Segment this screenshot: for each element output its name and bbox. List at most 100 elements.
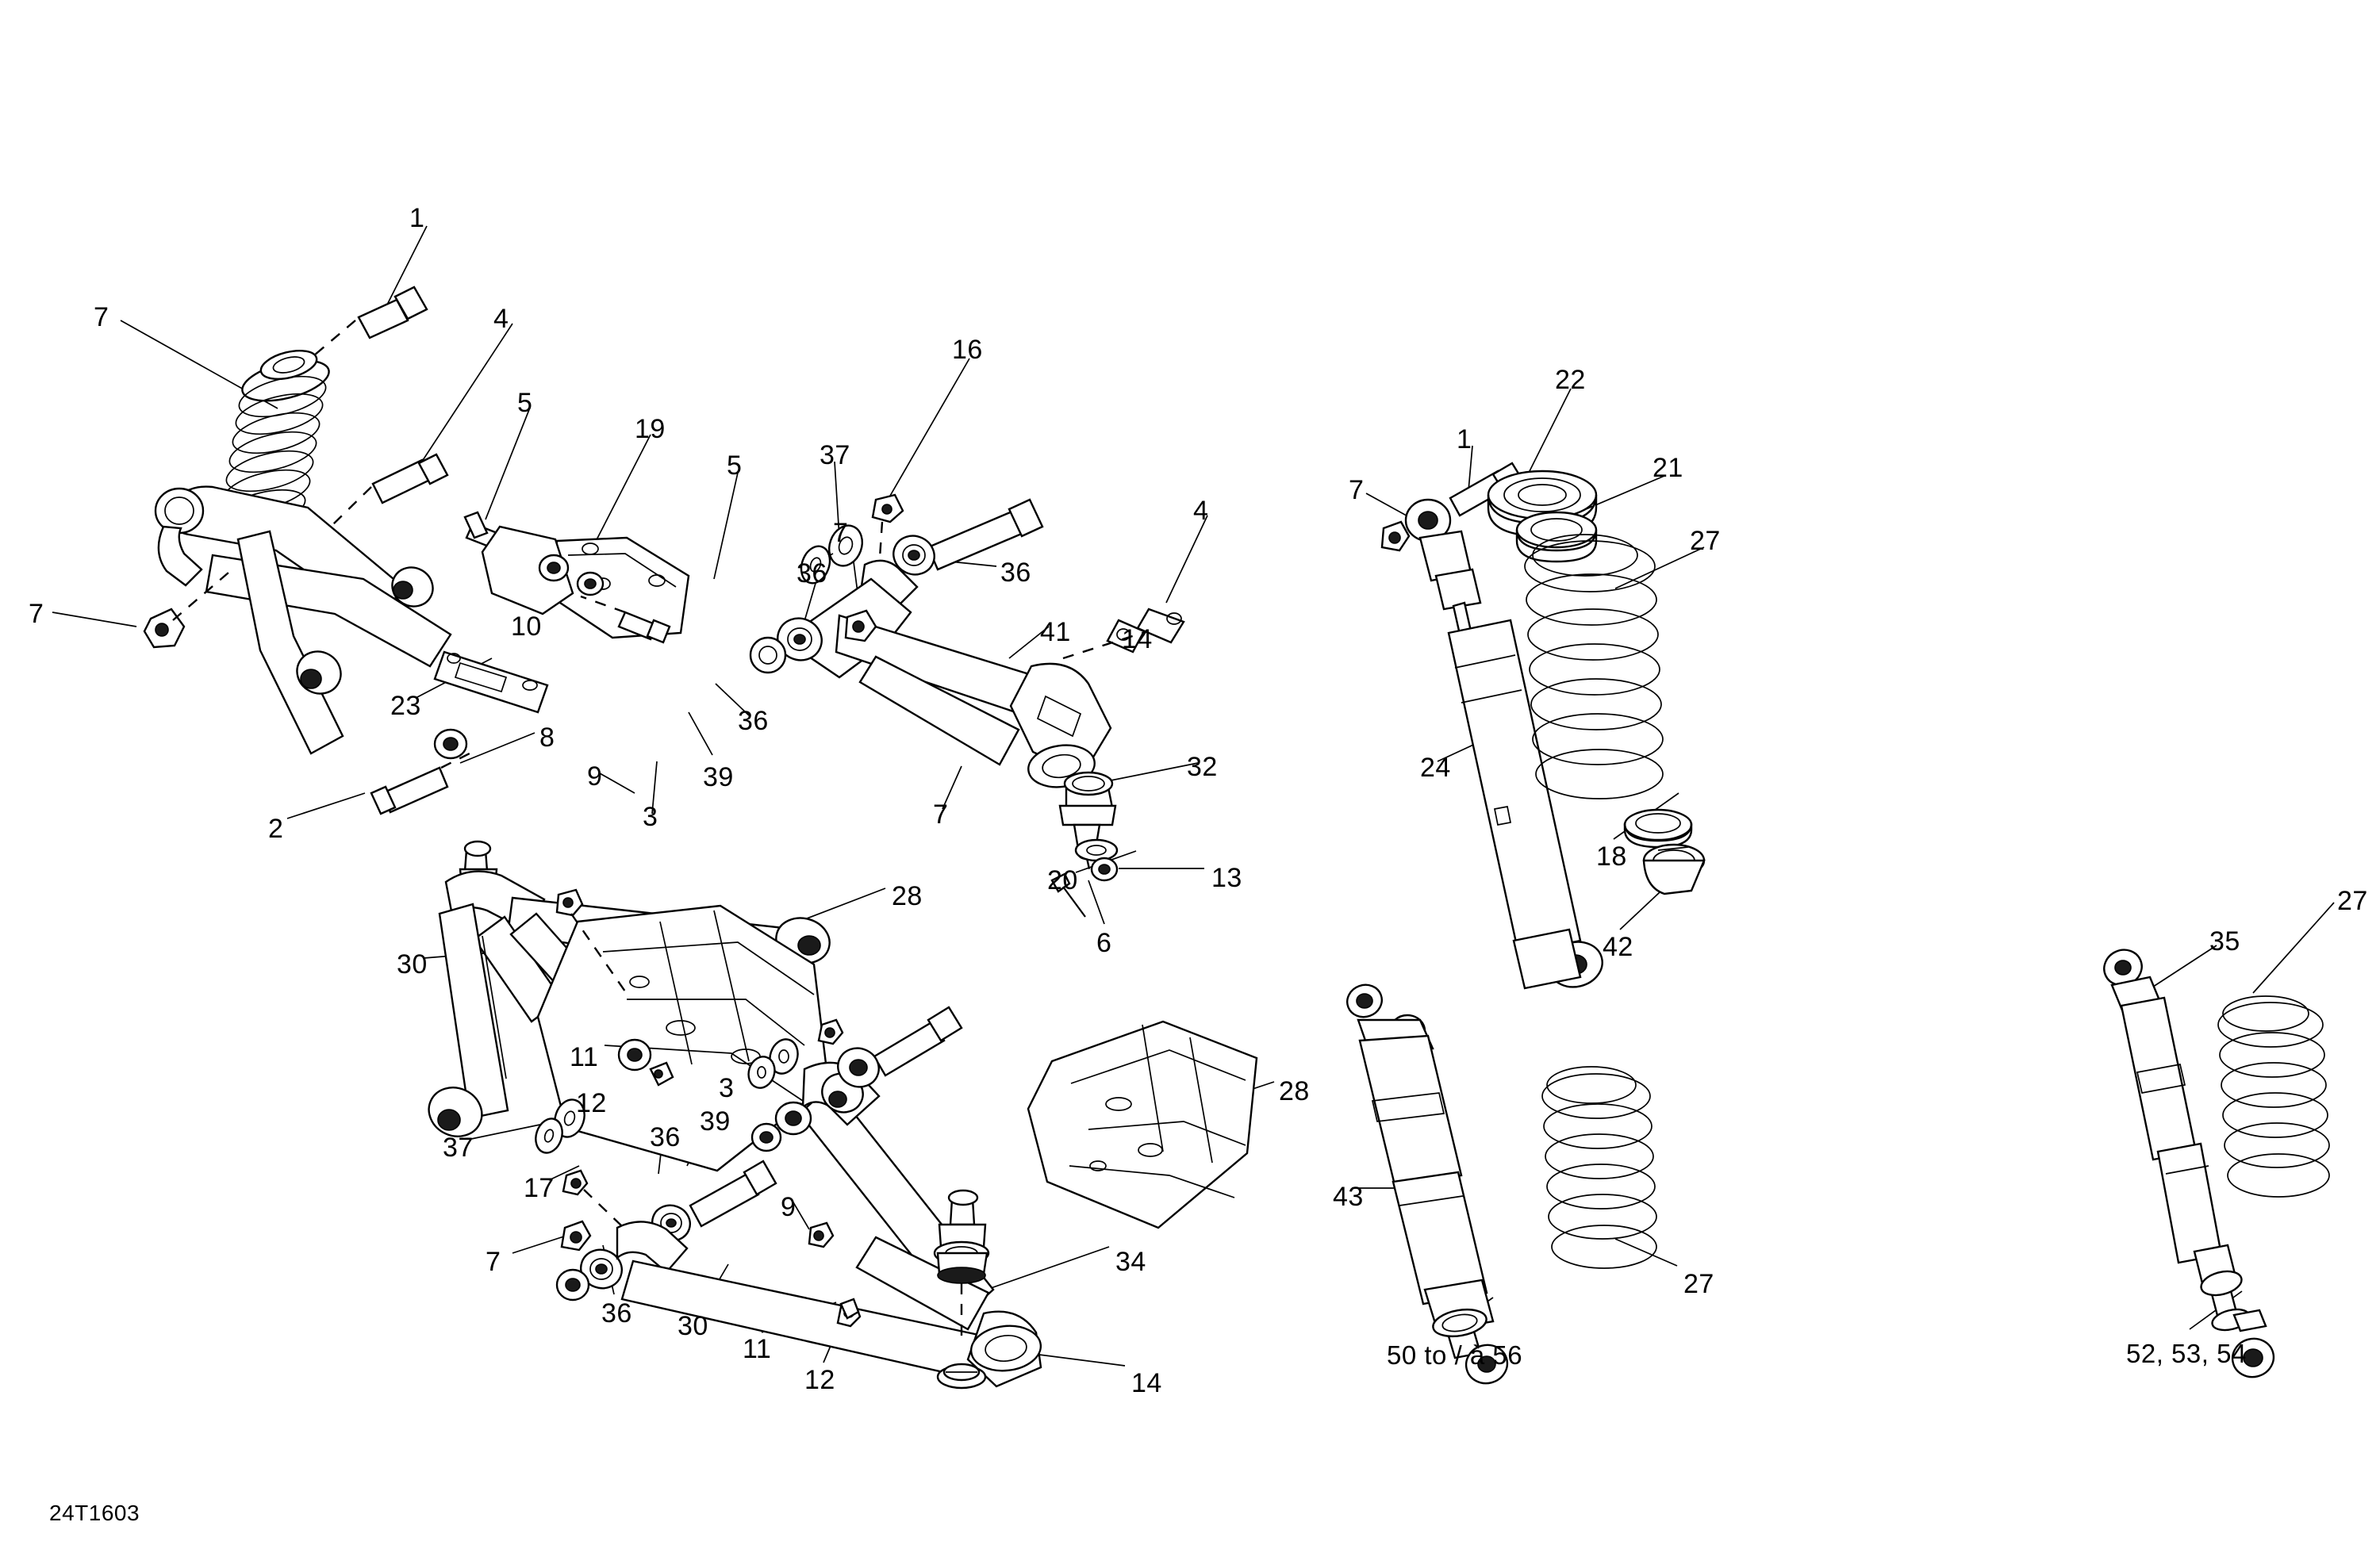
bolt-part-1 (357, 286, 428, 339)
shock-absorber-part-35 (2103, 949, 2275, 1378)
bracket-part-19b (481, 525, 574, 615)
callout-label-c42: 12 (576, 1088, 607, 1118)
callout-label-c60: 52, 53, 54 (2126, 1339, 2247, 1368)
callout-label-c3: 4 (493, 304, 509, 334)
callout-label-c12: 7 (1349, 475, 1365, 505)
callout-label-c29: 2 (268, 814, 284, 844)
nut-part-17 (562, 1169, 589, 1196)
spring-seat-part-21 (1515, 511, 1598, 563)
nut-small-top-right-arm (817, 1018, 844, 1045)
callout-label-c38: 42 (1603, 932, 1633, 962)
a-arm-lower-left-body (428, 870, 831, 1137)
washer-part-18 (1623, 808, 1693, 849)
callout-label-c26: 9 (587, 761, 603, 792)
nut-part-8 (433, 728, 468, 760)
nut-part-9-left (555, 888, 584, 917)
bushing-part-39 (651, 1204, 691, 1242)
ball-joint-lower-left (459, 840, 498, 887)
bushing-part-36-right (892, 535, 935, 576)
callout-label-c4: 16 (952, 335, 983, 365)
bushing-upper-right-arm (837, 1047, 880, 1088)
coil-spring-upper-left (221, 349, 330, 530)
nut-part-13 (1090, 857, 1119, 882)
callout-label-c58: 14 (1131, 1368, 1162, 1398)
callout-label-c30: 3 (643, 802, 658, 832)
callout-label-c13: 27 (1690, 526, 1721, 556)
bracket-part-19 (549, 536, 690, 639)
washers-upper-right-arm (747, 1038, 799, 1089)
sheet-code: 24T1603 (49, 1501, 140, 1525)
callout-label-c35: 27 (2337, 886, 2368, 916)
upper-left-shock-spring-assembly (143, 286, 452, 755)
callout-label-c28: 32 (1187, 752, 1218, 782)
bushings-part-10 (538, 554, 605, 596)
callout-label-c1: 1 (409, 203, 425, 233)
bolt-part-5-left (463, 511, 511, 554)
callout-label-c8: 37 (820, 440, 850, 470)
coil-spring-part-27-rear (1524, 534, 1664, 799)
shock-assembly-part-43 (1346, 983, 1657, 1385)
upper-bracket-assembly-left (433, 511, 690, 714)
callout-label-c16: 36 (1000, 558, 1031, 588)
callout-label-c36: 28 (892, 881, 923, 911)
callout-label-c25: 24 (1420, 753, 1451, 783)
callout-label-c47: 3 (719, 1073, 735, 1103)
nut-part-11-left (617, 1038, 652, 1072)
nut-part-7-rear-shock (1380, 520, 1411, 552)
coil-spring-part-27-mid (1541, 1066, 1657, 1269)
callout-label-c57: 12 (804, 1365, 835, 1395)
callout-label-c40: 30 (397, 949, 428, 980)
callout-label-c33: 20 (1047, 865, 1078, 895)
ball-joint-part-32 (1058, 771, 1117, 861)
callout-label-c9: 22 (1555, 365, 1586, 395)
bushing-part-36-lower-right (555, 1248, 623, 1302)
callout-label-c10: 1 (1457, 424, 1472, 454)
shock-absorber-part-24 (1404, 498, 1603, 990)
coil-spring-part-27-right (2217, 995, 2330, 1198)
leader-lines (52, 225, 2335, 1367)
bushing-rear-upper (391, 566, 434, 608)
callout-label-c39: 35 (2209, 926, 2240, 957)
bolt-part-3-lower-right (689, 1160, 777, 1228)
callout-label-c45: 36 (650, 1122, 681, 1152)
shock-absorber-part-43 (1346, 983, 1509, 1385)
a-arm-upper-right-body (793, 559, 1112, 788)
callout-label-c27: 39 (703, 762, 734, 792)
callout-label-c50: 43 (1333, 1182, 1364, 1212)
bolt-part-2 (370, 766, 449, 815)
callout-label-c32: 18 (1596, 842, 1627, 872)
bolt-part-4 (371, 453, 449, 504)
callout-label-c53: 36 (601, 1298, 632, 1328)
nut-part-7-upper-right (844, 609, 877, 642)
callout-label-c23: 36 (738, 706, 769, 736)
bolt-part-5-right (617, 611, 671, 644)
callout-label-c17: 4 (1193, 496, 1209, 526)
callout-label-c48: 17 (524, 1173, 555, 1203)
callout-label-c2: 7 (94, 302, 109, 332)
washer-part-20 (1090, 845, 1098, 853)
bolt-part-12-right (839, 1298, 860, 1320)
callout-label-c22: 23 (390, 691, 421, 721)
nut-part-11-right (836, 1302, 862, 1328)
callout-label-c49: 9 (781, 1192, 797, 1222)
callout-label-c19: 7 (29, 599, 44, 629)
callout-label-c56: 11 (743, 1334, 772, 1364)
callout-label-c51: 7 (486, 1247, 501, 1277)
skid-plate-part-28-left (536, 904, 830, 1172)
callout-label-c5: 5 (517, 388, 533, 418)
bushing-part-36-left (749, 617, 823, 674)
callout-label-c59: 50 to / à 56 (1387, 1340, 1523, 1370)
callout-label-c43: 28 (1279, 1076, 1310, 1106)
callout-label-c46: 39 (700, 1106, 731, 1137)
callout-label-c55: 27 (1683, 1269, 1714, 1299)
callout-label-c41: 11 (570, 1042, 599, 1072)
callout-label-c44: 37 (443, 1133, 474, 1163)
callout-label-c24: 8 (539, 723, 555, 753)
callout-label-c11: 21 (1653, 453, 1683, 483)
nut-part-16 (871, 493, 904, 523)
callout-label-c18: 10 (511, 611, 542, 642)
nut-part-7-lower-right (560, 1220, 592, 1252)
shock-assembly-part-35 (2103, 949, 2330, 1378)
callout-label-c20: 41 (1040, 617, 1071, 647)
